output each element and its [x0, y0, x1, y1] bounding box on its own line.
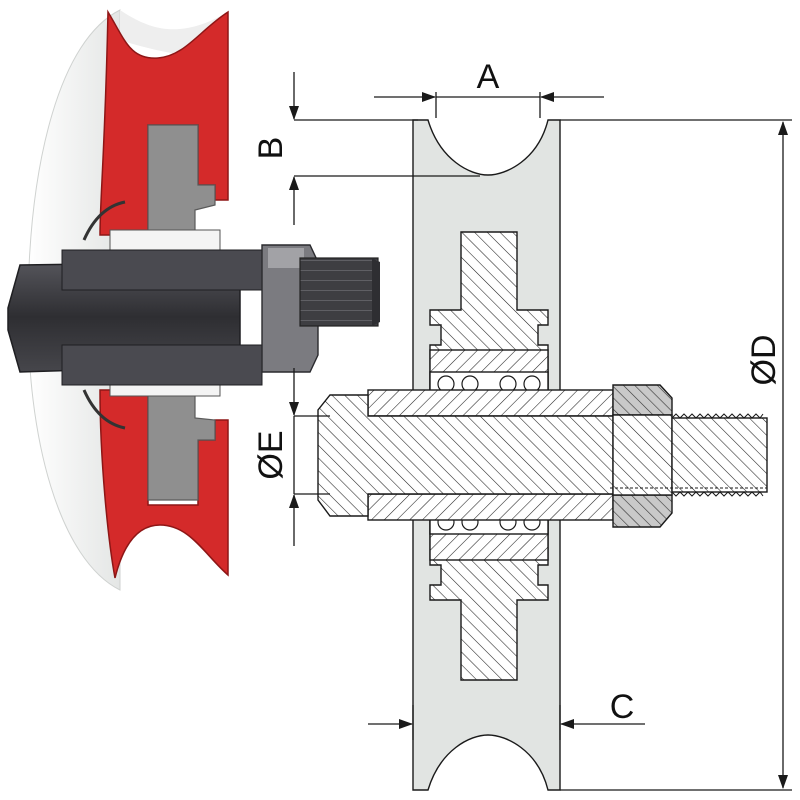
- rubber-tyre-upper: [99, 9, 229, 236]
- label-c: C: [610, 688, 635, 726]
- retaining-ring-upper: [82, 200, 126, 241]
- thread-section: [671, 417, 768, 493]
- bearing-section-balls-upper: [437, 375, 541, 393]
- retaining-ring-lower: [82, 389, 126, 430]
- nut-section-mid: [612, 414, 673, 496]
- axle-section: [317, 394, 614, 517]
- pulley-section-drawing: [317, 119, 768, 791]
- pulley-cutaway-illustration: [7, 9, 380, 591]
- dimension-lines: [289, 72, 792, 791]
- thread-teeth-top: [671, 413, 764, 419]
- hub-core-lower: [147, 391, 216, 501]
- rubber-tyre-lower: [99, 389, 229, 579]
- nut-highlight: [268, 248, 304, 268]
- spacer-upper: [367, 389, 614, 417]
- label-a: A: [477, 58, 500, 96]
- bushing-lower: [61, 344, 263, 386]
- thread-teeth-bottom: [671, 491, 764, 497]
- spacer-lower: [367, 493, 614, 521]
- threaded-stud: [299, 257, 379, 327]
- stud-tip: [372, 258, 380, 326]
- bushing: [61, 249, 263, 291]
- label-d: ØD: [745, 335, 783, 386]
- label-e: ØE: [252, 430, 290, 479]
- label-b: B: [252, 137, 290, 160]
